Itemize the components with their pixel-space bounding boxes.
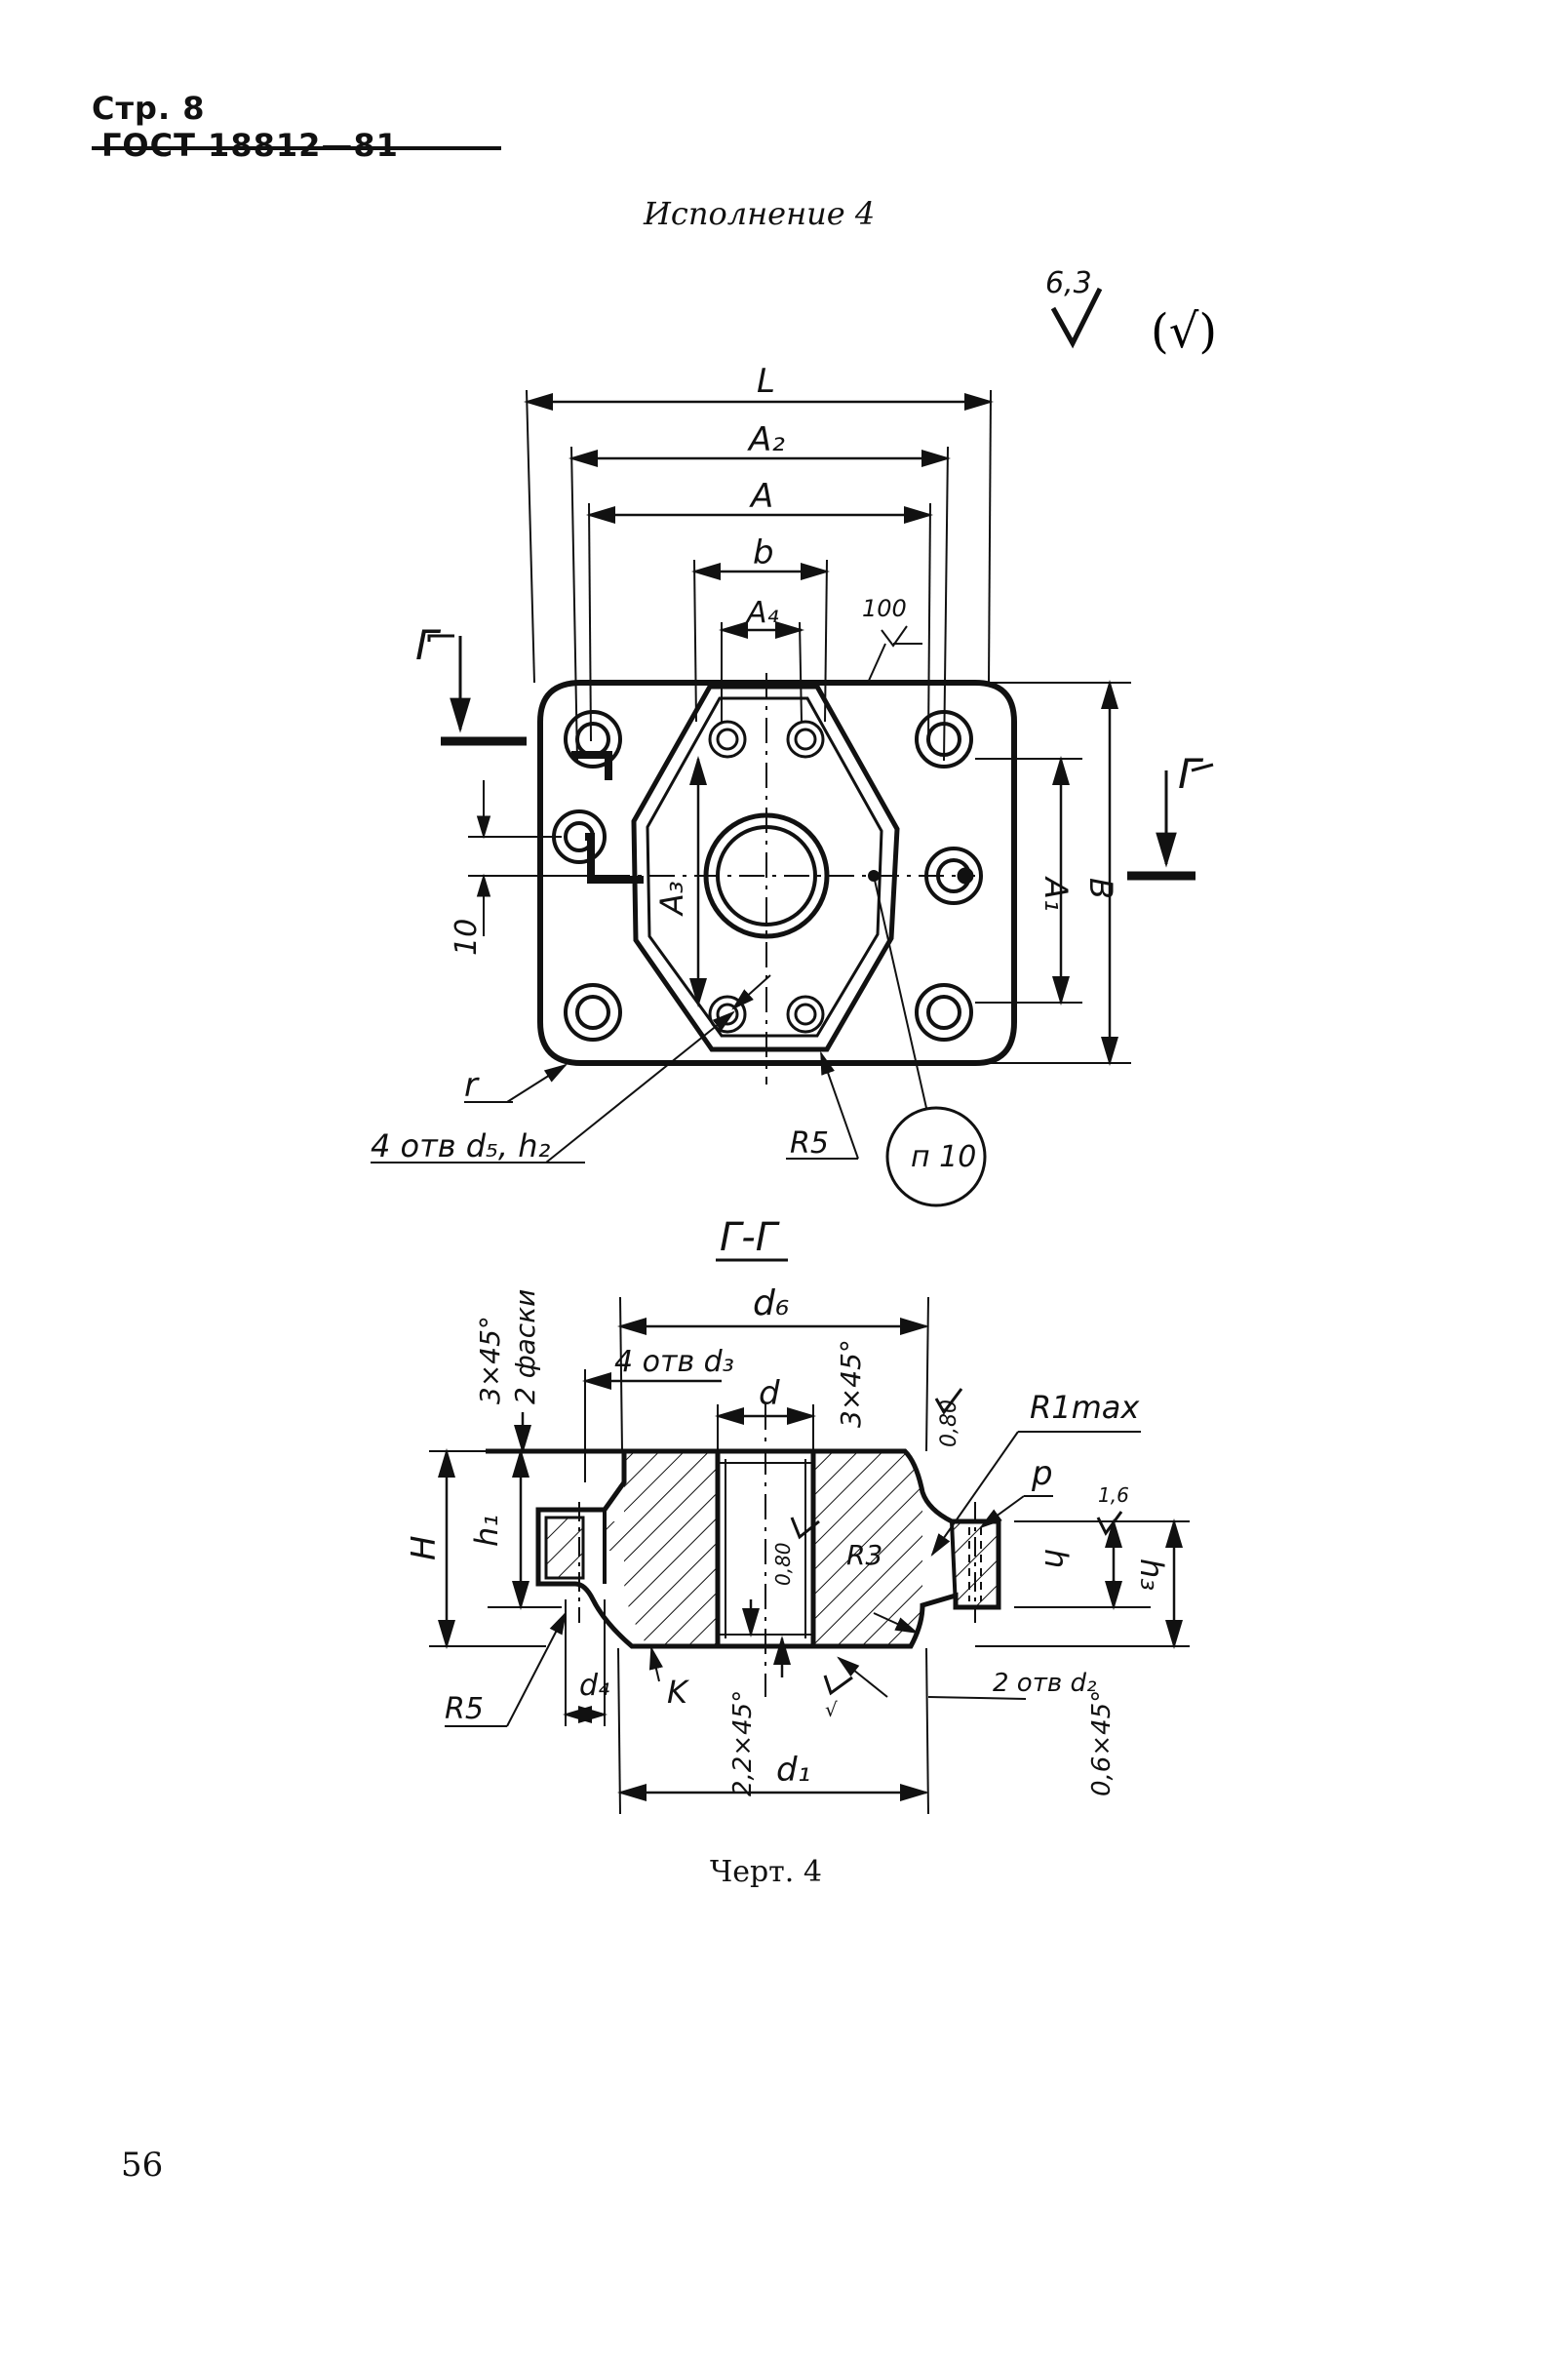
- header-page: Стр. 8: [92, 90, 206, 127]
- drawing-caption: Черт. 4: [710, 1855, 822, 1889]
- label-d1: d₁: [776, 1751, 810, 1790]
- label-R3: R3: [846, 1539, 882, 1571]
- note-holes: 4 отв d₅, h₂: [371, 1127, 551, 1164]
- label-h: h: [1038, 1549, 1075, 1568]
- label-rough-080-b: 0,80: [771, 1542, 795, 1586]
- section-view: [429, 1296, 1190, 1815]
- label-d: d: [759, 1374, 780, 1413]
- dim-A3: A₃: [653, 881, 690, 917]
- dim-L: L: [757, 362, 775, 401]
- label-two-chamfers: 2 фаски: [509, 1289, 541, 1404]
- dim-100: 100: [862, 595, 907, 622]
- label-h1: h₁: [468, 1515, 505, 1547]
- label-R5: R5: [445, 1692, 484, 1726]
- label-rough-small: √: [825, 1698, 838, 1721]
- dim-A4: A₄: [745, 596, 779, 630]
- label-d6: d₆: [753, 1283, 789, 1323]
- label-holes-d3: 4 отв d₃: [614, 1345, 734, 1379]
- note-item: п 10: [911, 1140, 976, 1174]
- dim-b: b: [753, 533, 774, 572]
- roughness-value: 6,3: [1045, 266, 1092, 300]
- dim-B: B: [1082, 878, 1119, 899]
- section-title: Г-Г: [720, 1215, 780, 1260]
- label-K: K: [667, 1674, 690, 1711]
- roughness-note: (√): [1151, 304, 1217, 359]
- label-h3: h₃: [1133, 1558, 1170, 1591]
- dim-A: A: [749, 477, 773, 516]
- note-R5: R5: [790, 1126, 829, 1161]
- section-mark-right: Г: [1178, 750, 1204, 798]
- label-rough-080: 0,80: [937, 1400, 961, 1447]
- dim-A2: A₂: [747, 420, 785, 459]
- plan-view: [371, 389, 1214, 1207]
- page-number: 56: [121, 2146, 164, 2185]
- section-mark-left: Г: [415, 621, 442, 669]
- header-rule: [92, 146, 501, 150]
- label-H: H: [405, 1535, 444, 1560]
- roughness-symbol: 6,3 (√): [1045, 266, 1217, 359]
- label-R1max: R1max: [1030, 1389, 1140, 1426]
- note-r: r: [464, 1066, 480, 1105]
- label-chamfer-right: 3×45°: [835, 1339, 867, 1428]
- label-chamfer-06: 0,6×45°: [1087, 1690, 1117, 1796]
- dim-A1: A₁: [1038, 876, 1075, 912]
- label-chamfer-left: 3×45°: [474, 1316, 506, 1404]
- header-standard: ГОСТ 18812—81: [101, 127, 399, 164]
- variant-title: Исполнение 4: [644, 195, 876, 232]
- label-holes-d2: 2 отв d₂: [993, 1669, 1096, 1698]
- dim-10: 10: [450, 919, 484, 956]
- label-rough-16: 1,6: [1098, 1483, 1129, 1507]
- label-p: p: [1031, 1454, 1053, 1493]
- label-d4: d₄: [579, 1669, 609, 1703]
- page-header: Стр. 8 ГОСТ 18812—81: [92, 90, 501, 164]
- label-chamfer-22: 2,2×45°: [728, 1690, 758, 1796]
